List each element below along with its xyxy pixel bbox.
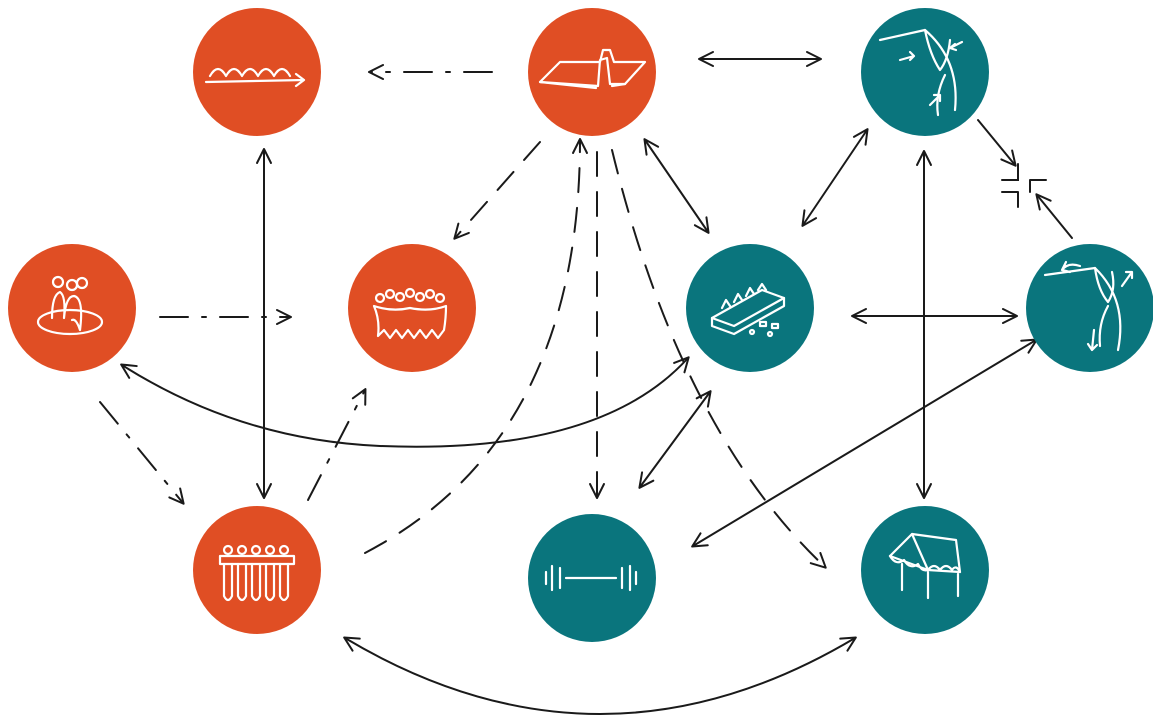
barbell-icon: [544, 564, 638, 592]
comb-tubes-icon: [218, 544, 296, 602]
node-n1[interactable]: [193, 8, 321, 136]
edge-n8-n5: [307, 388, 367, 501]
node-n4[interactable]: [8, 244, 136, 372]
edge-n6-n9: [638, 390, 712, 489]
edge-n4-n6: [120, 356, 690, 448]
node-n4-circle: [8, 244, 136, 372]
node-n7[interactable]: [1026, 244, 1153, 372]
wave-cylinder-icon: [204, 67, 306, 88]
node-n9[interactable]: [528, 514, 656, 642]
canopy-tent-icon: [888, 532, 962, 600]
node-n7-circle: [1026, 244, 1153, 372]
edge-n2-n6: [643, 138, 710, 234]
node-n3-circle: [861, 8, 989, 136]
figures-on-disc-icon: [36, 275, 104, 336]
edge-n3-n6: [801, 128, 869, 227]
node-n6-circle: [686, 244, 814, 372]
converge-mark: [1001, 163, 1047, 208]
node-n2-circle: [528, 8, 656, 136]
node-n10[interactable]: [861, 506, 989, 634]
edge-n7-n9: [691, 338, 1038, 548]
edge-n8-n2: [364, 138, 588, 554]
node-n5[interactable]: [348, 244, 476, 372]
edge-n4-n8: [99, 401, 185, 505]
edge-n3-n7-a: [977, 119, 1017, 167]
folded-plate-icon: [538, 48, 647, 90]
block-with-pieces-icon: [710, 282, 786, 338]
node-n1-circle: [193, 8, 321, 136]
node-n2[interactable]: [528, 8, 656, 136]
edge-n3-n7-b: [1035, 193, 1073, 239]
edges: [99, 51, 1073, 715]
edge-n2-n5: [453, 141, 541, 240]
shell-rotation-icon: [1043, 260, 1134, 352]
split-shell-arrows-icon: [878, 28, 964, 117]
bubble-cluster-icon: [372, 287, 448, 340]
node-n8[interactable]: [193, 506, 321, 634]
node-n3[interactable]: [861, 8, 989, 136]
node-n6[interactable]: [686, 244, 814, 372]
node-n8-circle: [193, 506, 321, 634]
edge-n8-n10: [343, 636, 857, 715]
